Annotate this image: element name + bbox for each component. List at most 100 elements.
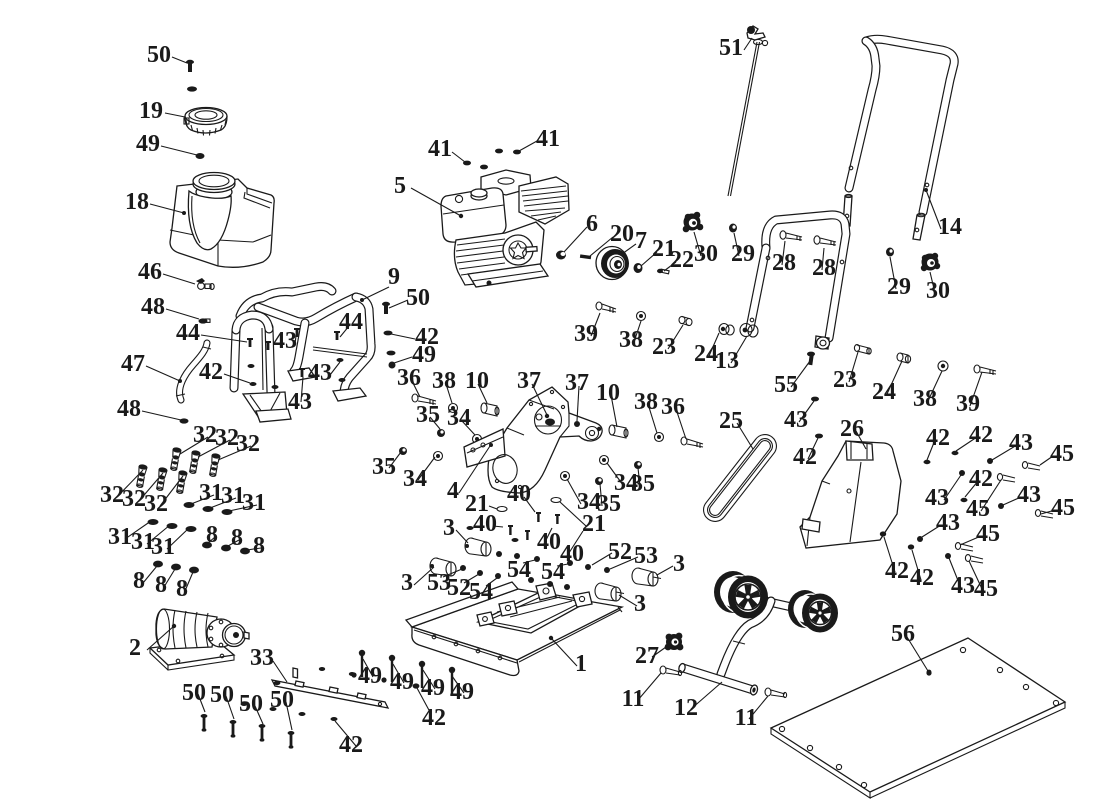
svg-text:42: 42	[910, 565, 934, 591]
svg-text:8: 8	[176, 576, 188, 602]
svg-text:39: 39	[956, 391, 980, 417]
svg-text:22: 22	[670, 247, 694, 273]
svg-text:45: 45	[974, 576, 998, 602]
svg-text:45: 45	[1050, 441, 1074, 467]
svg-text:40: 40	[537, 529, 561, 555]
svg-text:18: 18	[125, 189, 149, 215]
svg-text:30: 30	[926, 278, 950, 304]
svg-text:49: 49	[421, 675, 445, 701]
svg-text:9: 9	[388, 264, 400, 290]
svg-text:10: 10	[465, 368, 489, 394]
svg-text:24: 24	[694, 341, 718, 367]
svg-text:43: 43	[951, 573, 975, 599]
svg-text:55: 55	[774, 372, 798, 398]
svg-text:21: 21	[652, 236, 676, 262]
svg-text:6: 6	[586, 211, 598, 237]
svg-text:23: 23	[833, 367, 857, 393]
svg-text:8: 8	[231, 525, 243, 551]
svg-text:43: 43	[925, 485, 949, 511]
svg-text:29: 29	[887, 274, 911, 300]
svg-text:28: 28	[812, 255, 836, 281]
svg-text:32: 32	[100, 482, 124, 508]
svg-text:50: 50	[406, 285, 430, 311]
svg-text:8: 8	[155, 572, 167, 598]
svg-text:31: 31	[242, 490, 266, 516]
svg-text:10: 10	[596, 380, 620, 406]
svg-text:40: 40	[560, 541, 584, 567]
svg-text:47: 47	[121, 351, 145, 377]
svg-text:19: 19	[139, 98, 163, 124]
svg-text:43: 43	[1009, 430, 1033, 456]
svg-text:32: 32	[215, 425, 239, 451]
svg-text:56: 56	[891, 621, 915, 647]
svg-text:30: 30	[694, 241, 718, 267]
svg-text:43: 43	[288, 389, 312, 415]
svg-text:43: 43	[1017, 482, 1041, 508]
svg-text:40: 40	[507, 481, 531, 507]
svg-text:48: 48	[141, 294, 165, 320]
svg-text:53: 53	[427, 570, 451, 596]
svg-text:5: 5	[394, 173, 406, 199]
svg-text:13: 13	[715, 348, 739, 374]
svg-text:1: 1	[575, 651, 587, 677]
svg-text:39: 39	[574, 321, 598, 347]
svg-text:23: 23	[652, 334, 676, 360]
svg-text:34: 34	[447, 405, 471, 431]
svg-text:31: 31	[131, 529, 155, 555]
svg-text:31: 31	[151, 534, 175, 560]
svg-text:42: 42	[926, 425, 950, 451]
svg-text:36: 36	[661, 394, 685, 420]
svg-text:43: 43	[273, 328, 297, 354]
svg-text:50: 50	[182, 680, 206, 706]
svg-text:44: 44	[176, 320, 200, 346]
svg-text:8: 8	[206, 522, 218, 548]
svg-text:2: 2	[129, 635, 141, 661]
svg-text:45: 45	[966, 496, 990, 522]
svg-text:42: 42	[415, 324, 439, 350]
svg-text:46: 46	[138, 259, 162, 285]
svg-text:3: 3	[634, 591, 646, 617]
svg-text:42: 42	[969, 466, 993, 492]
svg-text:35: 35	[416, 402, 440, 428]
svg-text:44: 44	[339, 309, 363, 335]
svg-text:32: 32	[193, 422, 217, 448]
svg-text:42: 42	[885, 558, 909, 584]
svg-text:54: 54	[541, 559, 565, 585]
svg-text:50: 50	[147, 42, 171, 68]
svg-text:33: 33	[250, 645, 274, 671]
svg-text:25: 25	[719, 408, 743, 434]
svg-text:11: 11	[622, 686, 645, 712]
svg-text:38: 38	[619, 327, 643, 353]
svg-text:48: 48	[117, 396, 141, 422]
svg-text:53: 53	[634, 543, 658, 569]
svg-text:7: 7	[635, 228, 647, 254]
svg-text:35: 35	[372, 454, 396, 480]
svg-text:35: 35	[631, 471, 655, 497]
svg-text:51: 51	[719, 35, 743, 61]
svg-text:21: 21	[465, 491, 489, 517]
svg-text:49: 49	[412, 342, 436, 368]
svg-text:49: 49	[358, 663, 382, 689]
svg-text:38: 38	[913, 386, 937, 412]
svg-text:54: 54	[507, 557, 531, 583]
svg-text:32: 32	[144, 491, 168, 517]
svg-text:49: 49	[390, 669, 414, 695]
svg-text:40: 40	[473, 511, 497, 537]
svg-text:37: 37	[565, 370, 589, 396]
svg-text:11: 11	[735, 705, 758, 731]
svg-text:20: 20	[610, 221, 634, 247]
svg-text:28: 28	[772, 250, 796, 276]
svg-text:4: 4	[447, 478, 459, 504]
svg-text:49: 49	[136, 131, 160, 157]
svg-text:34: 34	[614, 470, 638, 496]
svg-text:43: 43	[936, 510, 960, 536]
svg-text:52: 52	[447, 575, 471, 601]
svg-text:31: 31	[199, 480, 223, 506]
svg-text:36: 36	[397, 365, 421, 391]
svg-text:50: 50	[210, 682, 234, 708]
svg-text:42: 42	[422, 705, 446, 731]
svg-text:43: 43	[784, 407, 808, 433]
svg-text:32: 32	[236, 431, 260, 457]
svg-text:27: 27	[635, 643, 659, 669]
svg-text:45: 45	[1051, 495, 1075, 521]
